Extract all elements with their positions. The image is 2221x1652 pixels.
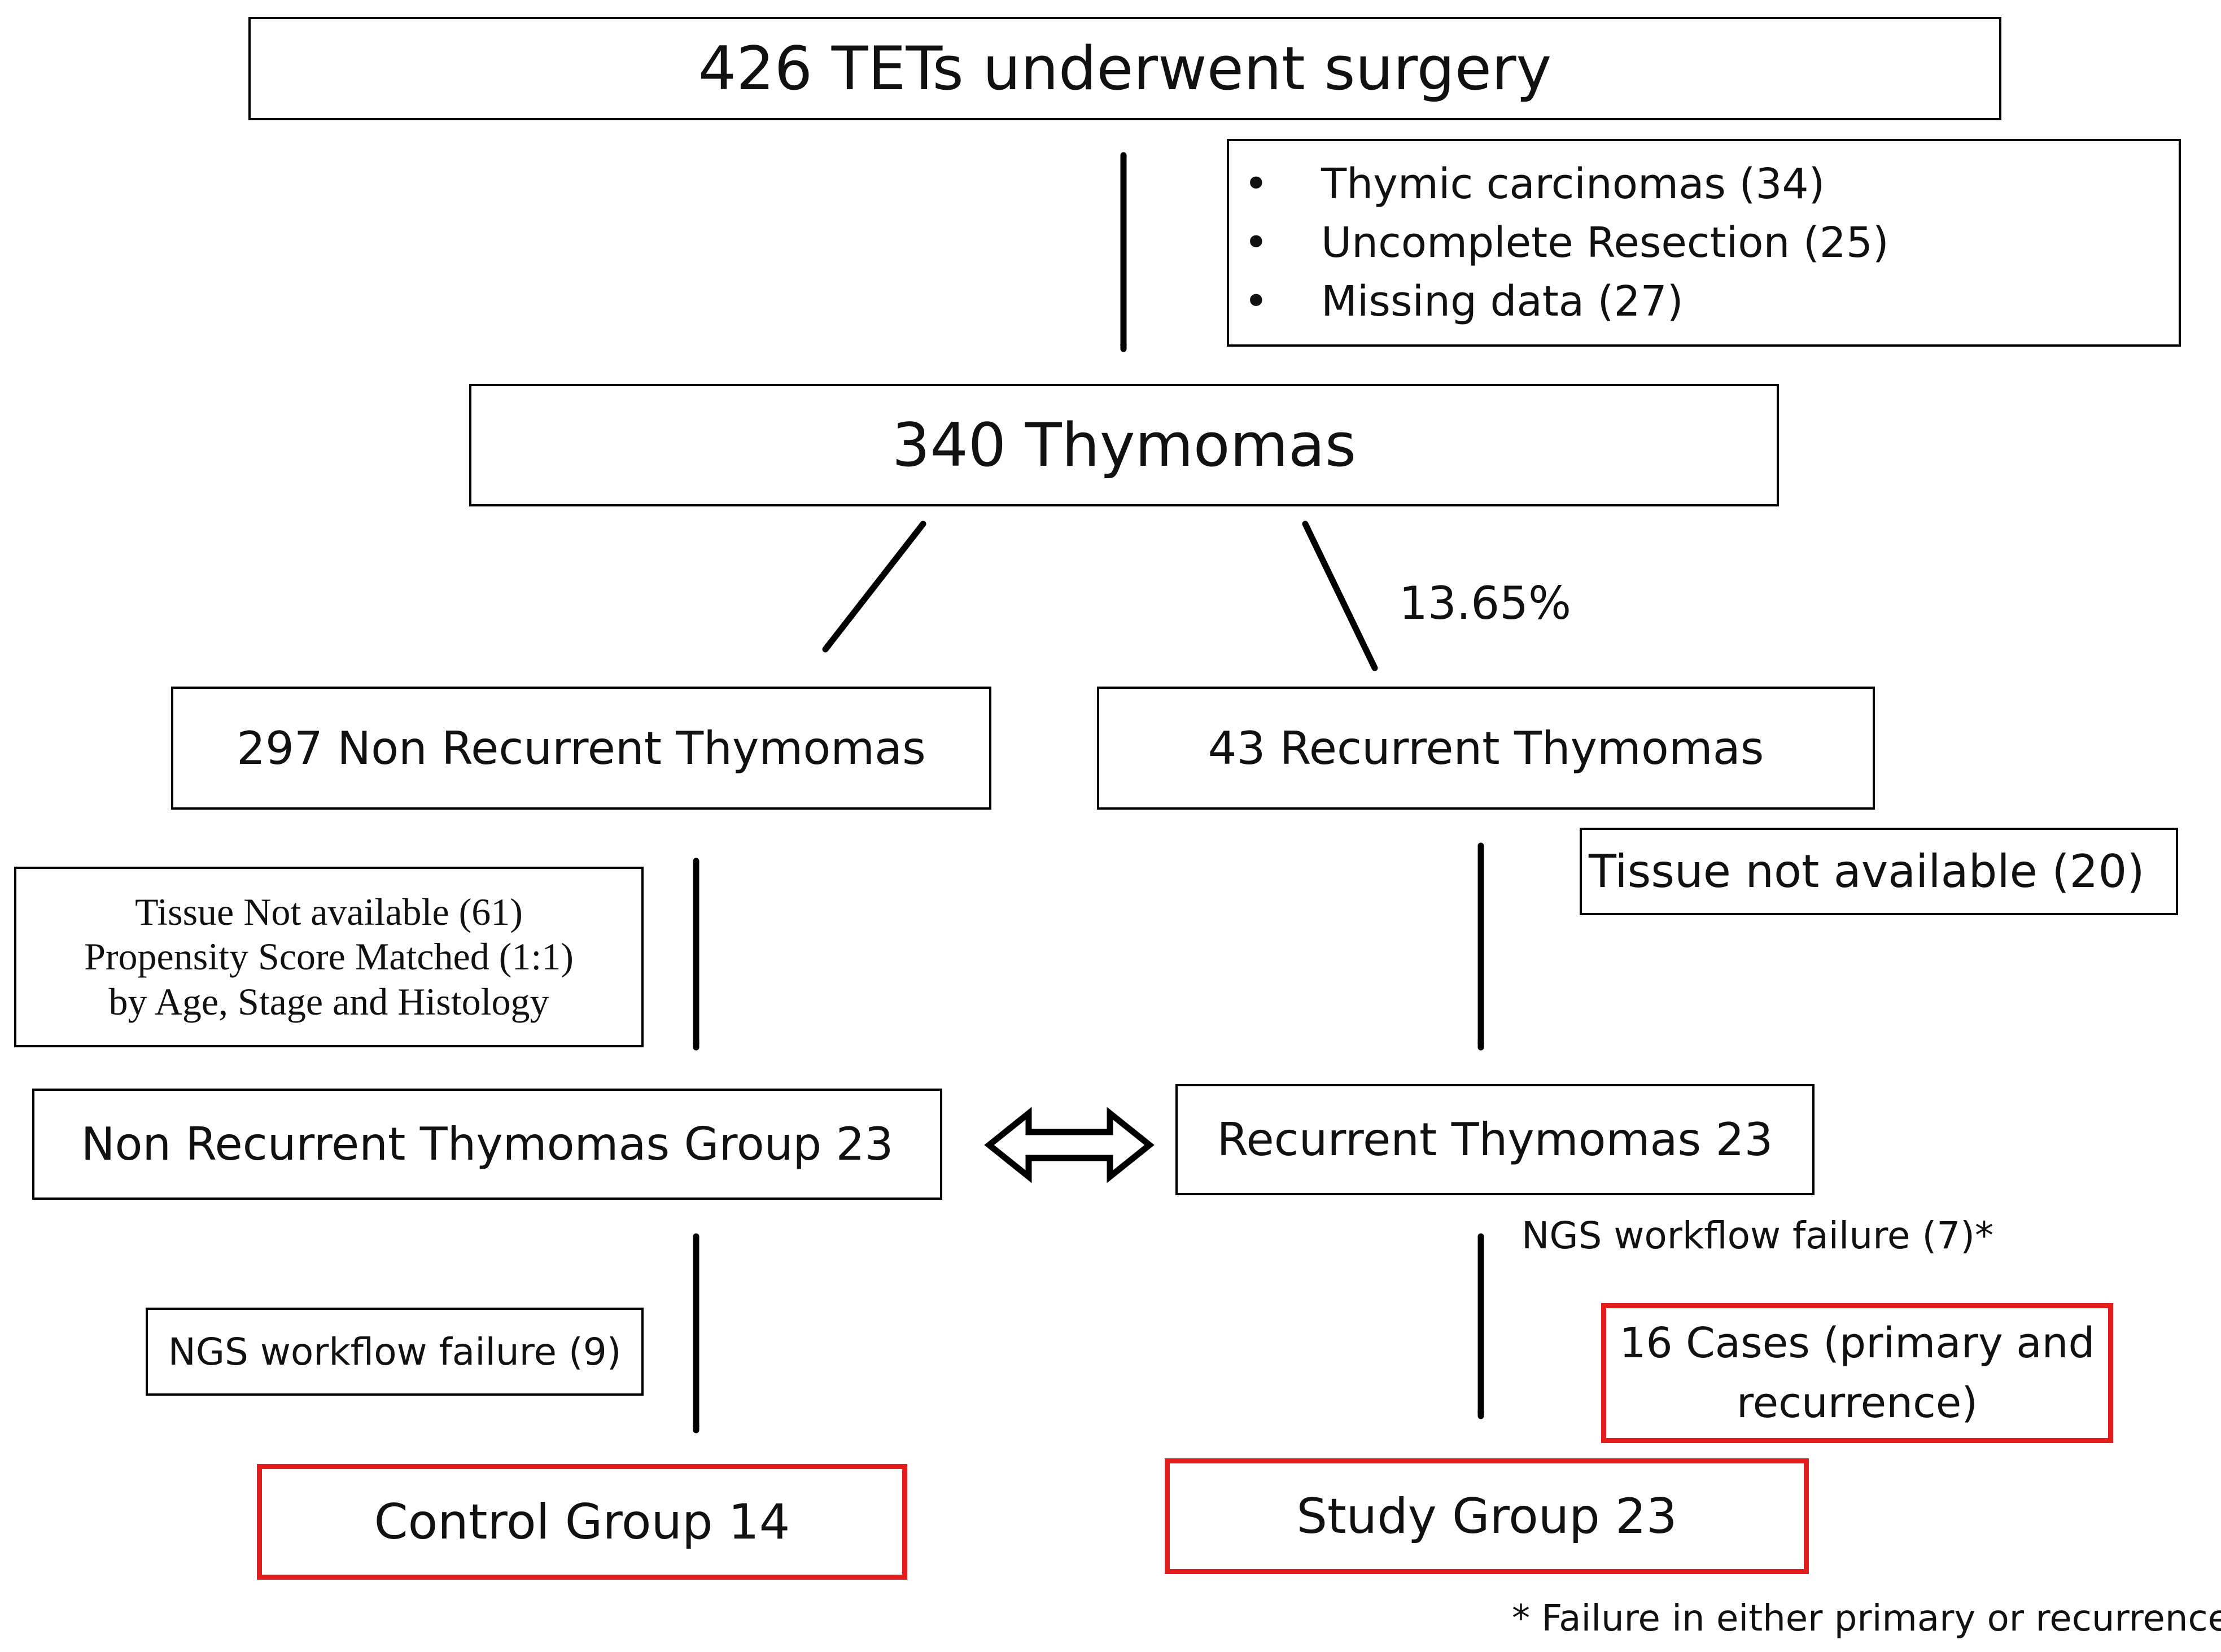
non-recurrent-label: 297 Non Recurrent Thymomas <box>237 722 926 775</box>
arrow-to-non-recurrent <box>822 521 926 653</box>
non-recurrent-group-label: Non Recurrent Thymomas Group 23 <box>81 1118 894 1170</box>
ngs-failure-recurrent: NGS workflow failure (7)* <box>1522 1214 1993 1257</box>
tissue-not-available-box: Tissue not available (20) <box>1580 828 2178 915</box>
ngs-failure-box: NGS workflow failure (9) <box>146 1308 644 1396</box>
study-group-label: Study Group 23 <box>1296 1488 1677 1545</box>
thymomas-label: 340 Thymomas <box>891 410 1357 480</box>
recurrent-group-box: Recurrent Thymomas 23 <box>1175 1084 1815 1195</box>
exclusion-list: Thymic carcinomas (34) Uncomplete Resect… <box>1229 155 1889 331</box>
exclusion-item-missing: Missing data (27) <box>1229 272 1889 331</box>
total-tets-box: 426 TETs underwent surgery <box>248 17 2001 120</box>
double-arrow-comparison <box>984 1107 1155 1183</box>
recurrent-label: 43 Recurrent Thymomas <box>1208 722 1764 775</box>
non-recurrent-box: 297 Non Recurrent Thymomas <box>171 687 991 810</box>
propensity-score-line: Propensity Score Matched (1:1) <box>84 935 574 978</box>
recurrent-box: 43 Recurrent Thymomas <box>1097 687 1875 810</box>
failure-footnote: * Failure in either primary or recurrenc… <box>1512 1598 2221 1640</box>
control-group-label: Control Group 14 <box>374 1493 790 1550</box>
cases-line-1: 16 Cases (primary and <box>1619 1319 2095 1367</box>
arrow-to-recurrent <box>1302 521 1378 671</box>
study-group-box: Study Group 23 <box>1165 1458 1809 1574</box>
tissue-propensity-box: Tissue Not available (61) Propensity Sco… <box>14 867 644 1047</box>
exclusion-box: Thymic carcinomas (34) Uncomplete Resect… <box>1227 139 2181 347</box>
exclusion-item-carcinomas: Thymic carcinomas (34) <box>1229 155 1889 213</box>
tissue-not-available-20: Tissue not available (20) <box>1589 845 2145 898</box>
cases-line-2: recurrence) <box>1736 1379 1978 1427</box>
recurrence-percentage: 13.65% <box>1399 577 1572 630</box>
total-tets-label: 426 TETs underwent surgery <box>698 34 1552 103</box>
ngs-failure-nonrecurrent: NGS workflow failure (9) <box>168 1330 622 1374</box>
control-group-box: Control Group 14 <box>257 1464 907 1580</box>
tissue-not-available-61: Tissue Not available (61) <box>135 890 523 933</box>
recurrent-group-label: Recurrent Thymomas 23 <box>1217 1113 1773 1166</box>
non-recurrent-group-box: Non Recurrent Thymomas Group 23 <box>32 1089 942 1200</box>
thymomas-box: 340 Thymomas <box>469 384 1779 506</box>
exclusion-item-resection: Uncomplete Resection (25) <box>1229 213 1889 272</box>
cases-box: 16 Cases (primary and recurrence) <box>1601 1303 2113 1443</box>
matching-criteria-line: by Age, Stage and Histology <box>108 980 549 1023</box>
